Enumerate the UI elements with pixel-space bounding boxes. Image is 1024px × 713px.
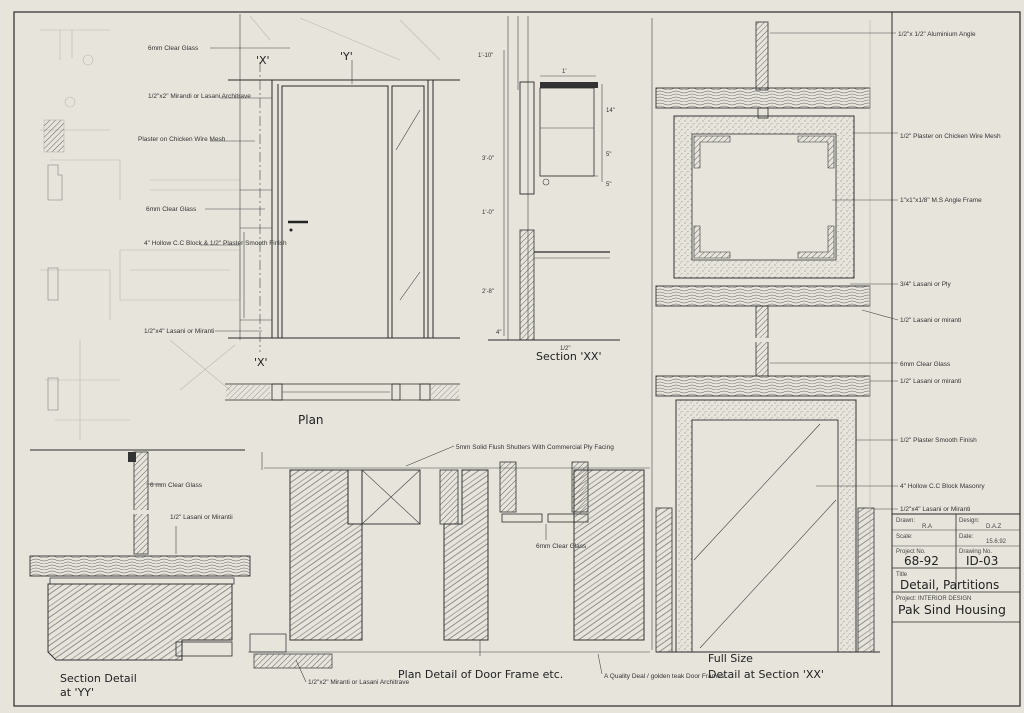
tb-project-value: Pak Sind Housing [898,602,1006,617]
section-yy-title-1: Section Detail [60,672,137,685]
note-aluminium-angle: 1/2"x 1/2" Aluminium Angle [898,31,976,38]
note-mirandi-architrave: 1/2"x2" Mirandi or Lasani Architrave [148,93,251,100]
note-solid-flush-1: 5mm Solid Flush Shutters With Commercial… [456,444,614,451]
note-plaster-chicken-right: 1/2" Plaster on Chicken Wire Mesh [900,133,1001,140]
full-size-detail: Full Size Detail at Section 'XX' [651,18,880,681]
tb-title-label: Title [896,572,908,578]
section-xx-view: 1'-10" 3'-0" 1'-0" 2'-8" 4" 1' 14" 5" 5"… [478,16,620,363]
label-x-top: 'X' [256,54,270,67]
tb-date-label: Date: [959,534,974,540]
dim-5b: 5" [606,182,611,188]
plan-detail-view: 5mm Solid Flush Shutters With Commercial… [248,444,725,686]
elevation-view [228,14,460,352]
full-size-title-2: Detail at Section 'XX' [708,668,824,681]
dim-1ft: 1' [562,69,566,75]
dim-4: 4" [496,330,501,336]
note-lasani-ply: 3/4" Lasani or Ply [900,281,951,288]
label-y: 'Y' [340,50,353,63]
note-quality-deal: A Quality Deal / golden teak Door Frames [604,673,725,680]
note-plaster-chicken: Plaster on Chicken Wire Mesh [138,136,226,143]
dim-3-0: 3'-0" [482,156,494,162]
tb-design-label: Design: [959,518,980,524]
right-annotations: 1/2"x 1/2" Aluminium Angle 1/2" Plaster … [770,31,1001,513]
note-plaster-smooth: 1/2" Plaster Smooth Finish [900,437,977,444]
note-hollow-masonry: 4" Hollow C.C Block Masonry [900,483,985,490]
tb-drawing-no-label: Drawing No. [959,549,992,555]
tb-project-no-value: 68-92 [904,554,939,568]
tb-title-value: Detail, Partitions [900,578,999,592]
note-clear-glass-right: 6mm Clear Glass [900,361,951,368]
dim-2-8: 2'-8" [482,289,494,295]
tb-drawn-label: Drawn: [896,518,915,524]
note-lasani-miranti-1: 1/2" Lasani or miranti [900,317,961,324]
full-size-title-1: Full Size [708,652,753,665]
plan-title: Plan [298,413,324,427]
note-hollow-block: 4" Hollow C.C Block & 1/2" Plaster Smoot… [144,240,287,247]
section-yy-title-2: at 'YY' [60,686,94,699]
dim-1-10: 1'-10" [478,53,493,59]
tb-design-value: D.A.Z [986,524,1002,530]
note-clear-glass-top: 6mm Clear Glass [148,45,199,52]
title-block: Drawn: R.A Design: D.A.Z Scale: Date: 15… [891,12,1020,706]
tb-project-no-label: Project No. [896,549,926,555]
tb-date-value: 15.6.92 [986,539,1007,545]
tb-drawing-no-value: ID-03 [966,554,998,568]
sheet-border [13,11,1021,707]
note-clear-glass-mid: 6mm Clear Glass [146,206,197,213]
note-ms-angle: 1"x1"x1/8" M.S Angle Frame [900,197,982,204]
tb-scale-label: Scale: [896,534,913,540]
section-xx-title: Section 'XX' [536,350,601,363]
note-lasani-yy: 1/2" Lasani or Mirantii [170,514,233,521]
dim-1-0: 1'-0" [482,210,494,216]
tb-project-label: Project: INTERIOR DESIGN [896,596,971,602]
plan-view: Plan [225,383,460,427]
note-architrave-bottom: 1/2"x2" Miranti or Lasani Architrave [308,679,409,686]
dim-14: 14" [606,108,615,114]
note-glass-yy: 6 mm Clear Glass [150,482,203,489]
note-lasani-miranti-2: 1/2" Lasani or miranti [900,378,961,385]
elevation-annotations: 6mm Clear Glass 1/2"x2" Mirandi or Lasan… [138,45,353,369]
note-lasani-bottom: 1/2"x4" Lasani or Miranti [144,328,214,335]
tb-drawn-value: R.A [922,524,932,530]
label-x-bottom: 'X' [254,356,268,369]
plan-detail-title: Plan Detail of Door Frame etc. [398,668,563,681]
dim-5a: 5" [606,152,611,158]
section-yy-view: 6 mm Clear Glass 1/2" Lasani or Mirantii… [29,449,251,699]
note-glass-plan: 6mm Clear Glass [536,543,587,550]
note-lasani-miranti-3: 1/2"x4" Lasani or Miranti [900,506,970,513]
pencil-sketches [40,29,241,440]
dim-half: 1/2" [560,346,570,352]
